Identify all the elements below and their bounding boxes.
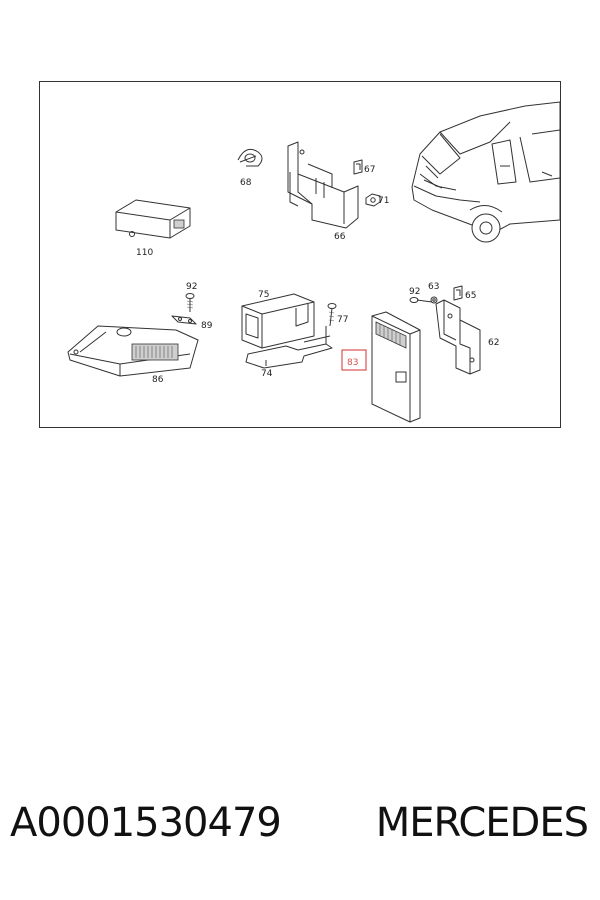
label-77: 77 — [337, 315, 348, 325]
part-74 — [245, 326, 333, 369]
label-66: 66 — [334, 232, 346, 242]
part-75 — [241, 293, 315, 349]
part-89 — [171, 315, 197, 325]
part-110 — [115, 199, 191, 239]
label-110: 110 — [136, 248, 153, 258]
part-83 — [371, 311, 421, 423]
part-92-left — [185, 293, 195, 312]
label-92-left: 92 — [186, 282, 197, 292]
label-75: 75 — [258, 290, 269, 300]
part-68 — [237, 148, 263, 167]
part-62 — [435, 299, 481, 375]
label-68: 68 — [240, 178, 252, 188]
label-71: 71 — [378, 196, 389, 206]
part-71 — [365, 193, 381, 207]
part-67 — [353, 159, 363, 175]
label-86: 86 — [152, 375, 164, 385]
part-number: A0001530479 — [10, 800, 282, 846]
label-62: 62 — [488, 338, 499, 348]
part-66 — [287, 141, 359, 229]
label-83: 83 — [347, 358, 358, 368]
van-illustration — [411, 101, 560, 243]
parts-diagram: 110 68 67 71 66 92 89 86 75 77 74 92 63 … — [39, 81, 561, 428]
label-74: 74 — [261, 369, 273, 379]
part-92-right — [409, 297, 433, 303]
brand-name: MERCEDES — [375, 800, 589, 846]
label-65: 65 — [465, 291, 476, 301]
part-86 — [67, 325, 199, 377]
part-63 — [430, 296, 438, 304]
label-63: 63 — [428, 282, 439, 292]
part-77 — [327, 303, 337, 327]
exploded-view: 110 68 67 71 66 92 89 86 75 77 74 92 63 … — [67, 101, 560, 423]
label-67: 67 — [364, 165, 375, 175]
highlight-box-83 — [341, 349, 367, 371]
part-65 — [453, 285, 463, 301]
label-92-right: 92 — [409, 287, 420, 297]
label-89: 89 — [201, 321, 213, 331]
caption-bar: A0001530479 MERCEDES — [0, 800, 600, 860]
